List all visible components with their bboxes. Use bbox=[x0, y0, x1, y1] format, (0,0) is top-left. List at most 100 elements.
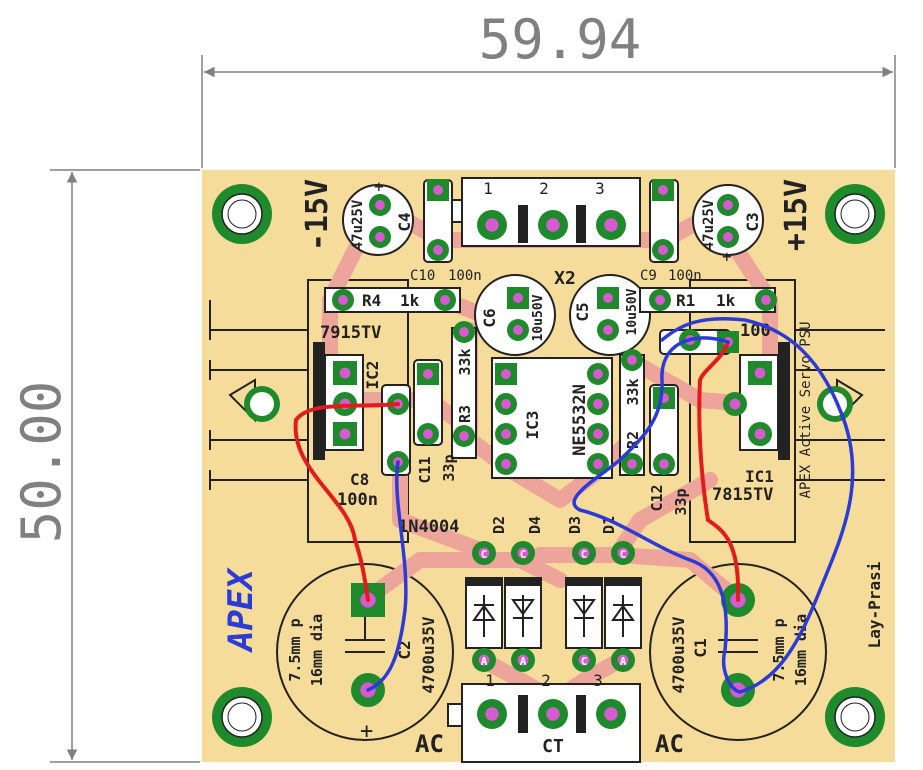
d1-pad-c bbox=[611, 541, 635, 565]
d1-cathode-letter: C bbox=[620, 548, 627, 561]
r4-pad-2 bbox=[434, 289, 456, 311]
x2-pin3-label: 3 bbox=[595, 179, 605, 198]
ct-pad-3 bbox=[596, 699, 626, 729]
d2-cathode-letter: C bbox=[481, 548, 488, 561]
c4-pad-2 bbox=[369, 226, 391, 248]
c9-pad-1 bbox=[652, 179, 674, 201]
x2-pad-2 bbox=[538, 210, 568, 240]
c3-ref: C3 bbox=[743, 212, 762, 231]
c5-pad-1 bbox=[597, 287, 619, 309]
ic3-pad-4 bbox=[495, 453, 517, 475]
heatsink-hole-left bbox=[244, 386, 280, 422]
d3-cathode-letter: C bbox=[581, 548, 588, 561]
d2-anode-letter: A bbox=[481, 655, 488, 668]
r3-pad-1 bbox=[453, 321, 475, 343]
c9-ref: C9 bbox=[640, 268, 657, 284]
c11-pad-2 bbox=[417, 423, 439, 445]
credit-label: Lay-Prasi bbox=[865, 561, 884, 648]
red-wire-right bbox=[697, 340, 741, 602]
r1-pad-2 bbox=[755, 289, 777, 311]
d2-label: D2 bbox=[490, 516, 508, 534]
c10-pad-1 bbox=[427, 179, 449, 201]
ic3-pad-1 bbox=[495, 363, 517, 385]
red-wire-left bbox=[293, 402, 400, 602]
ic2-ref: IC2 bbox=[363, 361, 382, 390]
ic3-pad-2 bbox=[495, 393, 517, 415]
r3-pad-2 bbox=[453, 425, 475, 447]
r2-pad-1 bbox=[621, 349, 643, 371]
board-title: APEX Active Servo PSU bbox=[798, 321, 814, 498]
c12-pad-1 bbox=[653, 387, 675, 409]
height-dimension-label: 50.00 bbox=[10, 381, 73, 544]
x2-pad-3 bbox=[596, 210, 626, 240]
x2-pin2-label: 2 bbox=[539, 179, 549, 198]
c2-note2: 16mm dia bbox=[308, 614, 326, 686]
ct-pad-1 bbox=[477, 699, 507, 729]
diode-symbols bbox=[472, 595, 635, 637]
ic1-pad-2 bbox=[723, 392, 747, 416]
d4-label: D4 bbox=[526, 516, 544, 534]
x2-label: X2 bbox=[554, 268, 576, 289]
c6-ref: C6 bbox=[480, 308, 499, 327]
c9-value: 100n bbox=[668, 268, 702, 284]
c9-pad-2 bbox=[652, 239, 674, 261]
c3-value: 47u25V bbox=[701, 199, 717, 250]
ic2-tab bbox=[313, 342, 325, 460]
d4-anode-letter: A bbox=[520, 655, 527, 668]
r1-value: 1k bbox=[716, 291, 736, 310]
mounting-holes bbox=[212, 184, 885, 747]
ic3-ref: IC3 bbox=[523, 411, 542, 440]
c4-outline bbox=[342, 184, 414, 256]
mount-hole-tr bbox=[825, 184, 885, 244]
c10-value: 100n bbox=[448, 268, 482, 284]
ic1-pad-1 bbox=[748, 361, 772, 385]
red-wires bbox=[293, 340, 741, 602]
c4-pad-1 bbox=[369, 194, 391, 216]
c1-note1: 7.5mm p bbox=[770, 618, 788, 681]
pads bbox=[332, 179, 777, 729]
ct-pin2-label: 2 bbox=[541, 671, 551, 690]
ic1-value: 7815TV bbox=[712, 485, 773, 505]
ic3-pad-3 bbox=[495, 423, 517, 445]
d1-anode-letter: A bbox=[620, 655, 627, 668]
ct-pad-2 bbox=[538, 699, 568, 729]
c6-outline bbox=[474, 274, 556, 356]
c3-outline bbox=[692, 184, 764, 256]
c11-pad-1 bbox=[417, 363, 439, 385]
d2-pad-c bbox=[472, 541, 496, 565]
r1-ref: R1 bbox=[676, 291, 695, 310]
d2-pad-a bbox=[472, 648, 496, 672]
c6-pad-2 bbox=[507, 319, 529, 341]
c2-value: 4700u35V bbox=[419, 616, 438, 693]
blue-wire-right bbox=[572, 316, 855, 694]
ic2-pad-3 bbox=[333, 422, 357, 446]
r4-ref: R4 bbox=[362, 291, 381, 310]
x2-pad-1 bbox=[477, 210, 507, 240]
ic2-pad-1 bbox=[333, 361, 357, 385]
r1-pad-1 bbox=[649, 289, 671, 311]
ac-left-label: AC bbox=[415, 730, 444, 758]
c5-ref: C5 bbox=[573, 302, 592, 321]
mount-hole-br bbox=[825, 687, 885, 747]
diode-pad-letters: C C C C A A C A bbox=[481, 548, 627, 668]
ic3-pad-8 bbox=[587, 363, 609, 385]
ic3-pad-7 bbox=[587, 393, 609, 415]
c11-ref: C11 bbox=[416, 456, 434, 483]
c6-value: 10u50V bbox=[531, 294, 546, 341]
c8-value: 100n bbox=[337, 490, 378, 510]
c4-ref: C4 bbox=[395, 212, 414, 231]
blue-wires bbox=[366, 316, 855, 694]
c10-ref: C10 bbox=[410, 268, 435, 284]
c3-pad-1 bbox=[717, 194, 739, 216]
ct-pin3-label: 3 bbox=[593, 671, 603, 690]
r2-value: 33k bbox=[624, 378, 642, 405]
ic1-pad-3 bbox=[748, 422, 772, 446]
c1-ref: C1 bbox=[691, 638, 710, 657]
ic1-ref: IC1 bbox=[745, 467, 774, 486]
d4-cathode-letter: C bbox=[520, 548, 527, 561]
r4-pad-1 bbox=[332, 289, 354, 311]
c12-ref: C12 bbox=[648, 484, 666, 511]
d3-pad-c bbox=[572, 541, 596, 565]
c4-value: 47u25V bbox=[350, 199, 366, 250]
d3-pad-c2 bbox=[572, 648, 596, 672]
